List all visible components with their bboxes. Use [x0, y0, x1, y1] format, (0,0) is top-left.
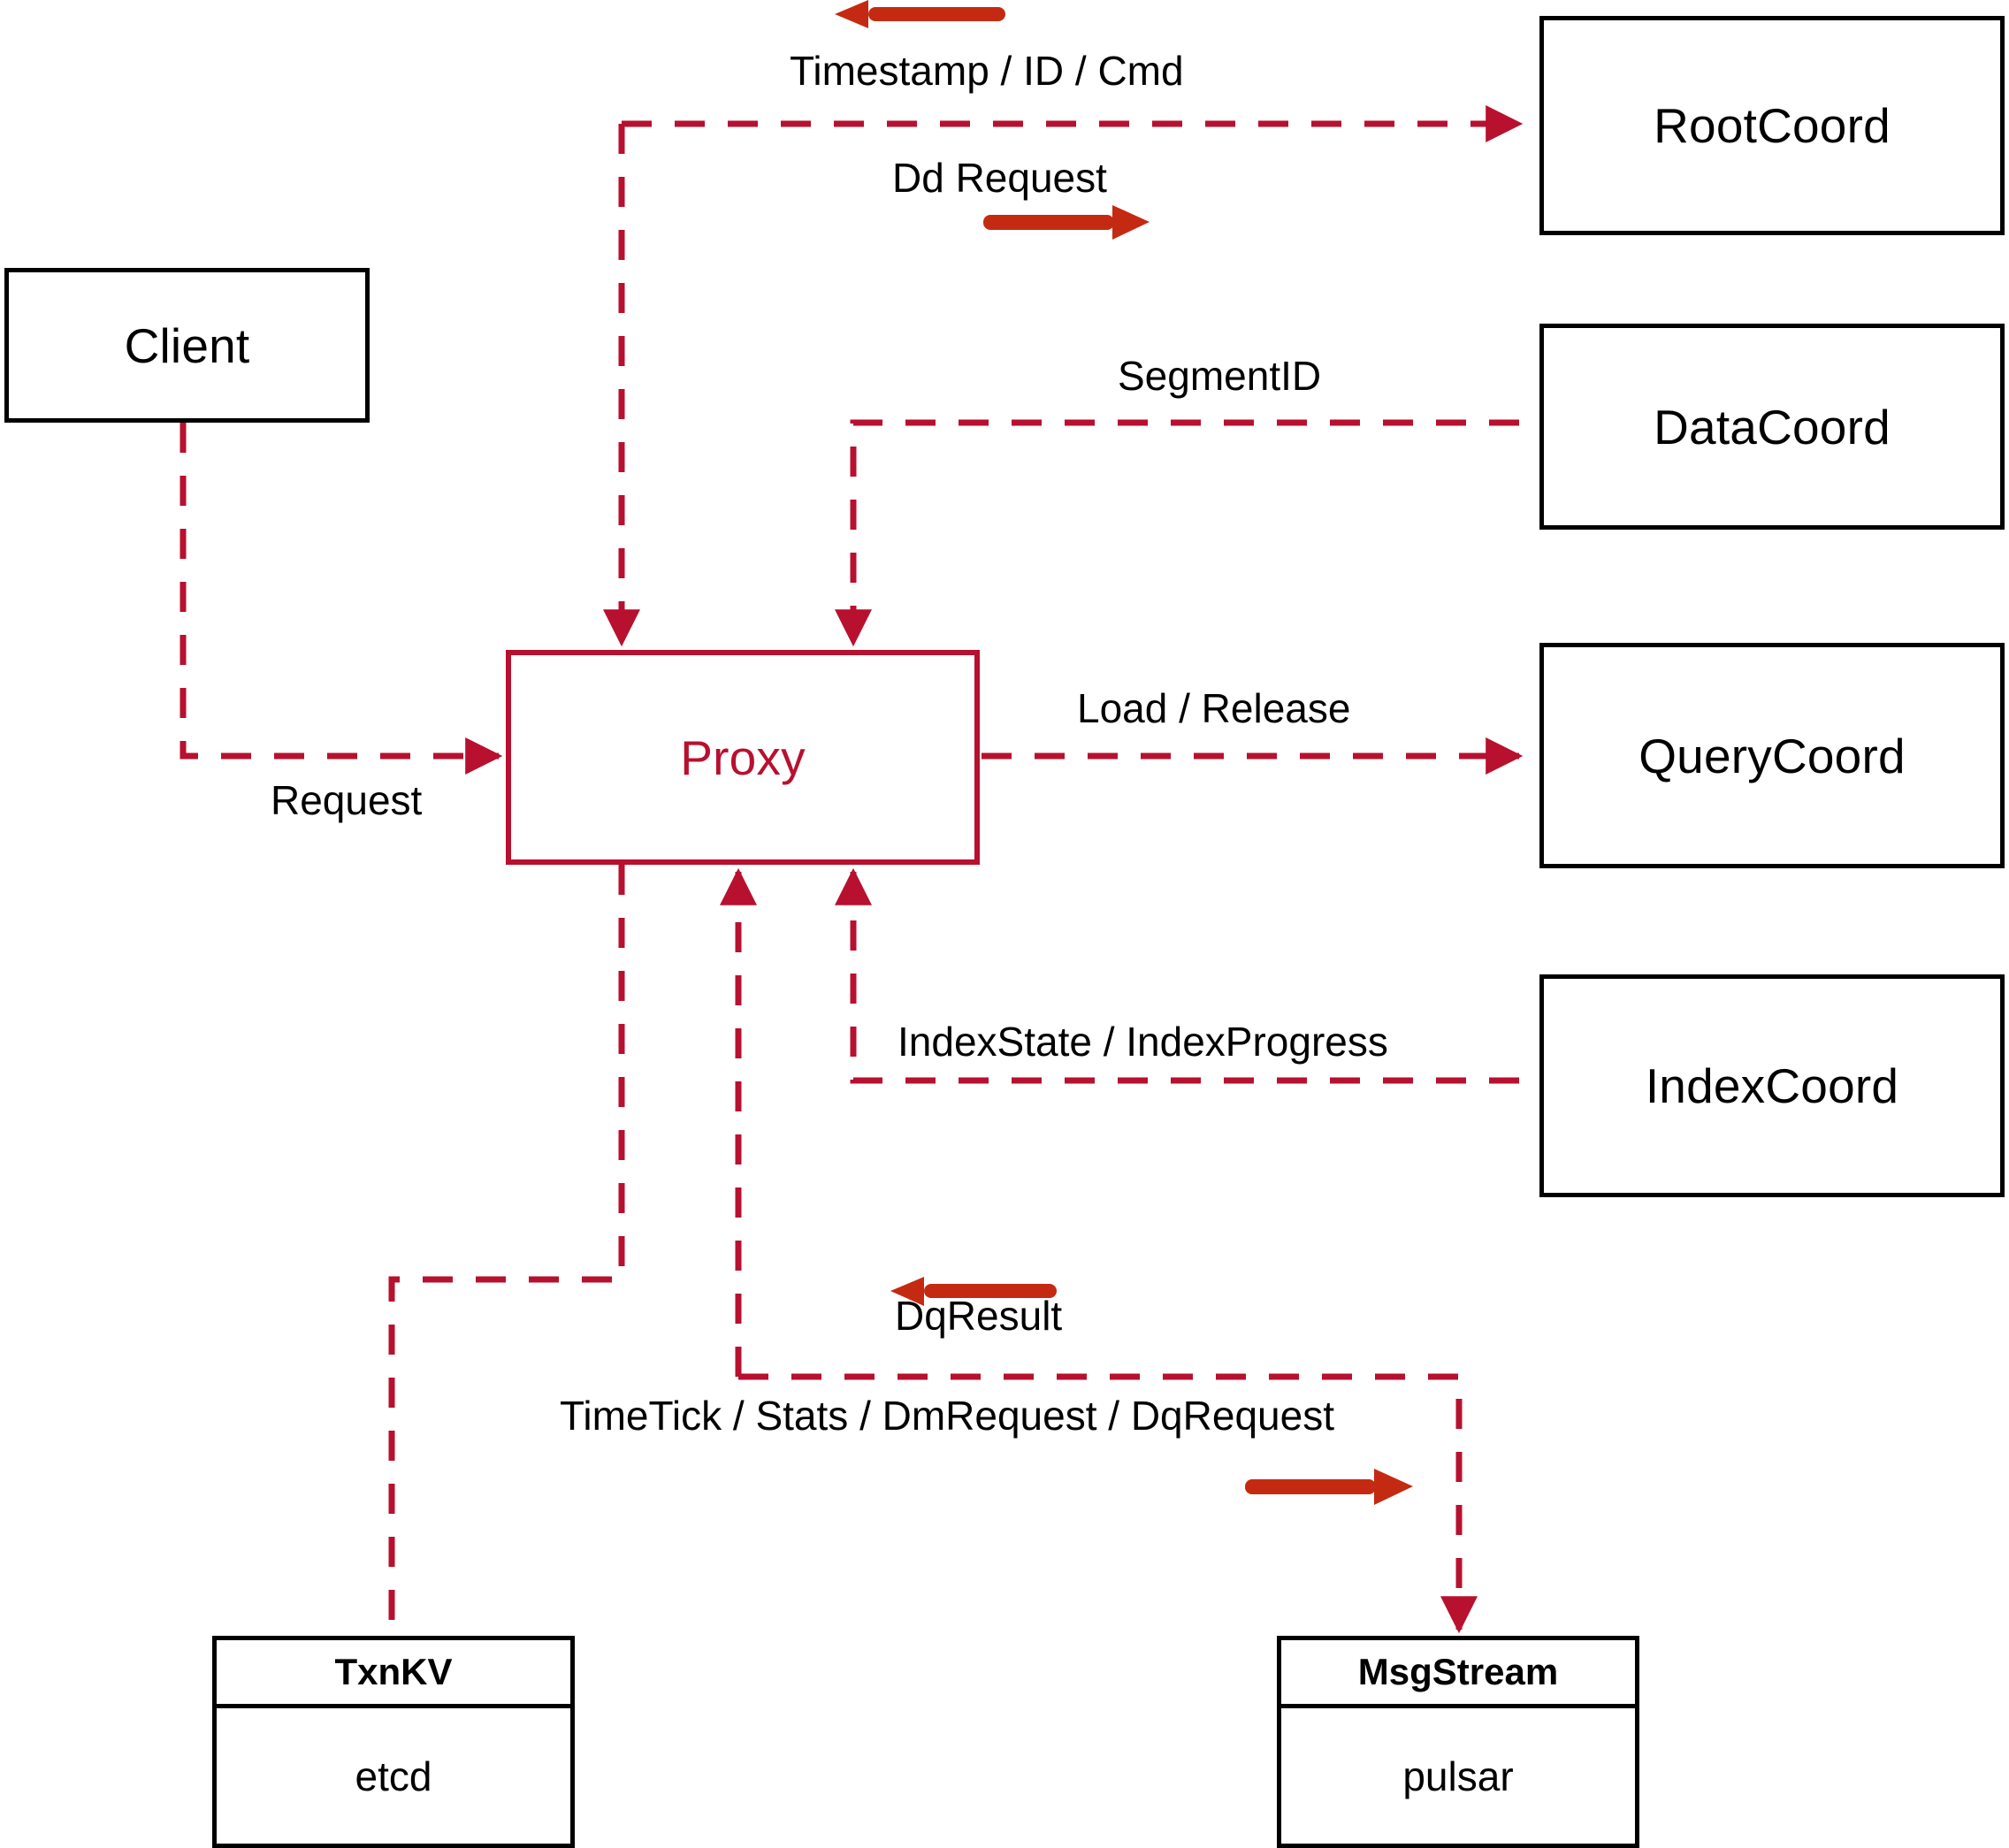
edge-label-timetick-stats: TimeTick / Stats / DmRequest / DqRequest	[560, 1393, 1334, 1439]
edge-label-dd-request: Dd Request	[892, 155, 1107, 201]
node-indexcoord[interactable]: IndexCoord	[1539, 974, 2005, 1197]
node-client-label: Client	[124, 317, 250, 373]
edge-proxy-to-msgstream	[738, 1373, 1478, 1634]
node-txnkv-impl: etcd	[355, 1753, 432, 1799]
node-client[interactable]: Client	[4, 268, 370, 423]
direction-arrow-timetick	[1245, 1469, 1413, 1505]
node-msgstream-header: MsgStream	[1281, 1640, 1635, 1708]
edge-label-segment-id: SegmentID	[1118, 353, 1322, 399]
node-txnkv-title: TxnKV	[334, 1651, 453, 1692]
edge-label-dq-result: DqResult	[895, 1293, 1063, 1339]
node-querycoord[interactable]: QueryCoord	[1539, 643, 2005, 868]
node-msgstream-title: MsgStream	[1357, 1651, 1559, 1692]
edge-label-index-state: IndexState / IndexProgress	[898, 1019, 1388, 1065]
node-txnkv-body: etcd	[217, 1708, 570, 1844]
node-proxy-label: Proxy	[680, 729, 806, 785]
node-datacoord-label: DataCoord	[1654, 399, 1891, 454]
edge-proxy-to-txnkv	[388, 865, 625, 1636]
edge-label-timestamp-id-cmd: Timestamp / ID / Cmd	[790, 48, 1184, 94]
direction-arrow-timestamp	[835, 0, 1005, 28]
direction-arrow-dqresult	[890, 1277, 1057, 1306]
node-msgstream-impl: pulsar	[1402, 1753, 1514, 1799]
node-indexcoord-label: IndexCoord	[1645, 1058, 1899, 1113]
edge-label-request: Request	[271, 777, 423, 823]
edge-label-load-release: Load / Release	[1077, 685, 1351, 731]
node-datacoord[interactable]: DataCoord	[1539, 324, 2005, 530]
node-msgstream-body: pulsar	[1281, 1708, 1635, 1844]
edge-client-to-proxy	[180, 423, 503, 775]
node-msgstream[interactable]: MsgStream pulsar	[1277, 1636, 1639, 1848]
direction-arrow-dd-request	[983, 205, 1150, 240]
edge-indexcoord-to-proxy	[835, 867, 1519, 1084]
node-txnkv-header: TxnKV	[217, 1640, 570, 1708]
node-querycoord-label: QueryCoord	[1639, 728, 1906, 783]
node-rootcoord-label: RootCoord	[1654, 98, 1891, 153]
edge-datacoord-to-proxy	[835, 419, 1519, 647]
node-proxy[interactable]: Proxy	[506, 650, 980, 865]
node-txnkv[interactable]: TxnKV etcd	[212, 1636, 575, 1848]
node-rootcoord[interactable]: RootCoord	[1539, 16, 2005, 235]
